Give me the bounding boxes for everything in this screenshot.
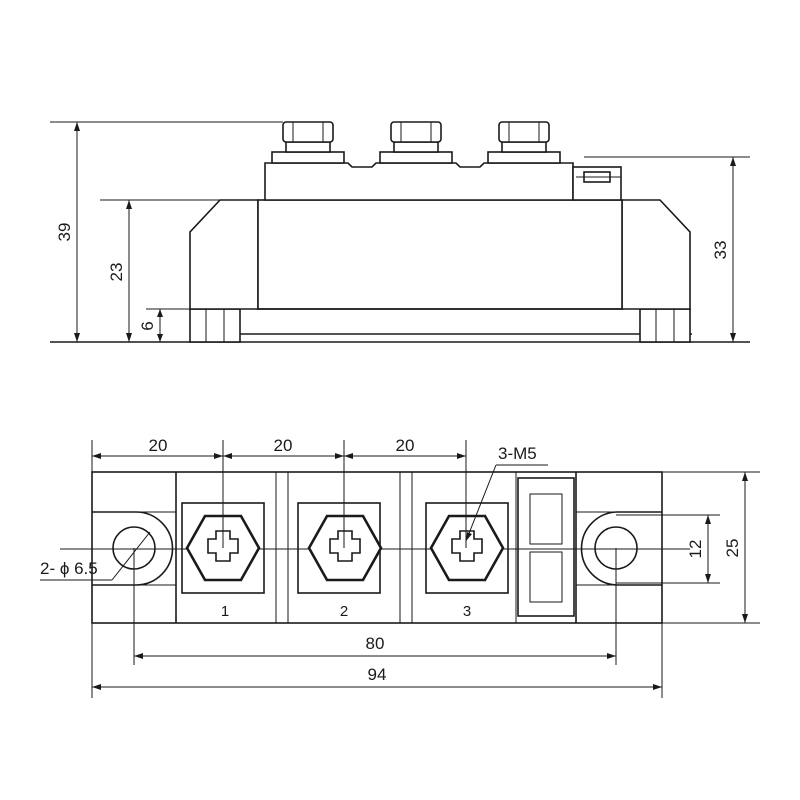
screw-spec-callout: 3-M5	[465, 444, 548, 542]
dim-label-80: 80	[366, 634, 385, 653]
dim-slot-width: 12	[616, 514, 720, 584]
terminal-nut-3	[487, 121, 561, 164]
terminal-label-3: 3	[463, 603, 471, 620]
hole-spec-callout: 2- ϕ 6.5	[40, 531, 151, 581]
dim-body-height: 23	[107, 200, 132, 342]
terminal-nut-2	[379, 121, 453, 164]
screw-3	[429, 514, 505, 582]
left-shoulder	[189, 199, 259, 310]
dim-mount-pitch: 80	[133, 548, 617, 665]
dim-total-height: 39	[55, 122, 80, 342]
dim-pitch-2: 20	[223, 436, 344, 459]
hole-spec-label: 2- ϕ 6.5	[40, 559, 98, 578]
top-view: 1 2 3 20 20 20 3-M5	[40, 436, 760, 698]
dim-label-20-c: 20	[396, 436, 415, 455]
dim-terminal-height: 33	[711, 157, 736, 342]
aux-connector-top	[517, 477, 575, 617]
terminal-nut-1	[271, 121, 345, 164]
terminal-label-1: 1	[221, 603, 229, 620]
terminal-label-2: 2	[340, 603, 348, 620]
right-foot	[639, 308, 691, 343]
dim-label-20-b: 20	[274, 436, 293, 455]
dim-label-20-a: 20	[149, 436, 168, 455]
terminal-pad-3	[425, 502, 509, 594]
left-foot	[189, 308, 241, 343]
dim-label-33: 33	[711, 241, 730, 260]
screw-2	[307, 514, 383, 582]
side-view: 39 23 6 33	[50, 121, 750, 343]
upper-housing	[264, 162, 574, 201]
screw-spec-label: 3-M5	[498, 444, 537, 463]
aux-connector	[572, 166, 622, 201]
dim-overall-width: 25	[662, 471, 760, 624]
dim-label-25: 25	[723, 539, 742, 558]
dim-label-23: 23	[107, 263, 126, 282]
dim-pitch-1: 20	[92, 436, 223, 459]
right-shoulder	[621, 199, 691, 310]
dim-overall-length: 94	[91, 623, 663, 698]
dim-label-39: 39	[55, 223, 74, 242]
dim-label-12: 12	[686, 540, 705, 559]
main-body	[257, 199, 623, 310]
top-outline	[91, 471, 663, 624]
dim-base-height: 6	[138, 309, 163, 342]
dim-pitch-3: 20	[344, 436, 466, 459]
dim-label-94: 94	[368, 665, 387, 684]
dim-label-6: 6	[138, 321, 157, 330]
